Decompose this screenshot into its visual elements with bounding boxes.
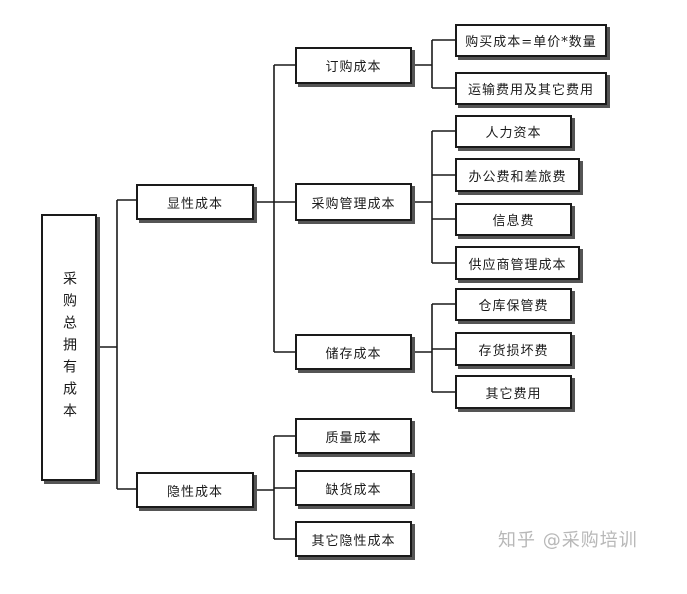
explicit-cost-label: 显性成本 xyxy=(166,196,223,212)
procurement-item-label: 供应商管理成本 xyxy=(468,257,567,273)
watermark-text: 知乎 @采购培训 xyxy=(498,530,638,551)
implicit-item-label: 其它隐性成本 xyxy=(311,533,396,549)
storage-item-node: 存货损坏费 xyxy=(455,332,572,366)
storage-item-node: 其它费用 xyxy=(455,375,572,409)
implicit-cost-node: 隐性成本 xyxy=(136,472,254,508)
storage-item-label: 其它费用 xyxy=(485,386,542,402)
storage-cost-label: 储存成本 xyxy=(325,346,382,362)
implicit-item-node: 其它隐性成本 xyxy=(295,521,412,557)
implicit-item-node: 缺货成本 xyxy=(295,470,412,506)
link-root-to-l1 xyxy=(97,199,136,490)
root-node: 采购总拥有成本 xyxy=(41,214,97,481)
link-explicit-to-l2 xyxy=(254,64,295,353)
order-item-node: 运输费用及其它费用 xyxy=(455,72,607,105)
procurement-item-node: 办公费和差旅费 xyxy=(455,158,580,192)
order-item-label: 运输费用及其它费用 xyxy=(467,83,594,98)
procurement-item-label: 人力资本 xyxy=(485,126,542,141)
procurement-item-label: 信息费 xyxy=(492,214,535,229)
procurement-item-label: 办公费和差旅费 xyxy=(468,169,567,185)
implicit-item-label: 质量成本 xyxy=(325,430,382,446)
storage-item-label: 仓库保管费 xyxy=(478,299,549,314)
procurement-cost-label: 采购管理成本 xyxy=(311,196,396,212)
implicit-cost-label: 隐性成本 xyxy=(166,484,223,500)
root-label: 采购总拥有成本 xyxy=(61,270,77,425)
implicit-item-node: 质量成本 xyxy=(295,418,412,454)
order-item-label: 购买成本=单价*数量 xyxy=(465,35,597,50)
link-storage-to-items xyxy=(412,303,455,393)
implicit-item-label: 缺货成本 xyxy=(325,482,382,498)
explicit-cost-node: 显性成本 xyxy=(136,184,254,220)
order-cost-label: 订购成本 xyxy=(325,60,382,75)
storage-cost-node: 储存成本 xyxy=(295,334,412,370)
storage-item-node: 仓库保管费 xyxy=(455,288,572,321)
procurement-cost-node: 采购管理成本 xyxy=(295,183,412,221)
procurement-item-node: 供应商管理成本 xyxy=(455,246,580,280)
link-procurement-to-items xyxy=(412,130,455,264)
procurement-item-node: 人力资本 xyxy=(455,115,572,148)
link-implicit-to-items xyxy=(254,435,295,540)
procurement-item-node: 信息费 xyxy=(455,203,572,236)
order-cost-node: 订购成本 xyxy=(295,47,412,84)
order-item-node: 购买成本=单价*数量 xyxy=(455,24,607,57)
link-order-to-items xyxy=(412,39,455,89)
storage-item-label: 存货损坏费 xyxy=(478,343,549,359)
